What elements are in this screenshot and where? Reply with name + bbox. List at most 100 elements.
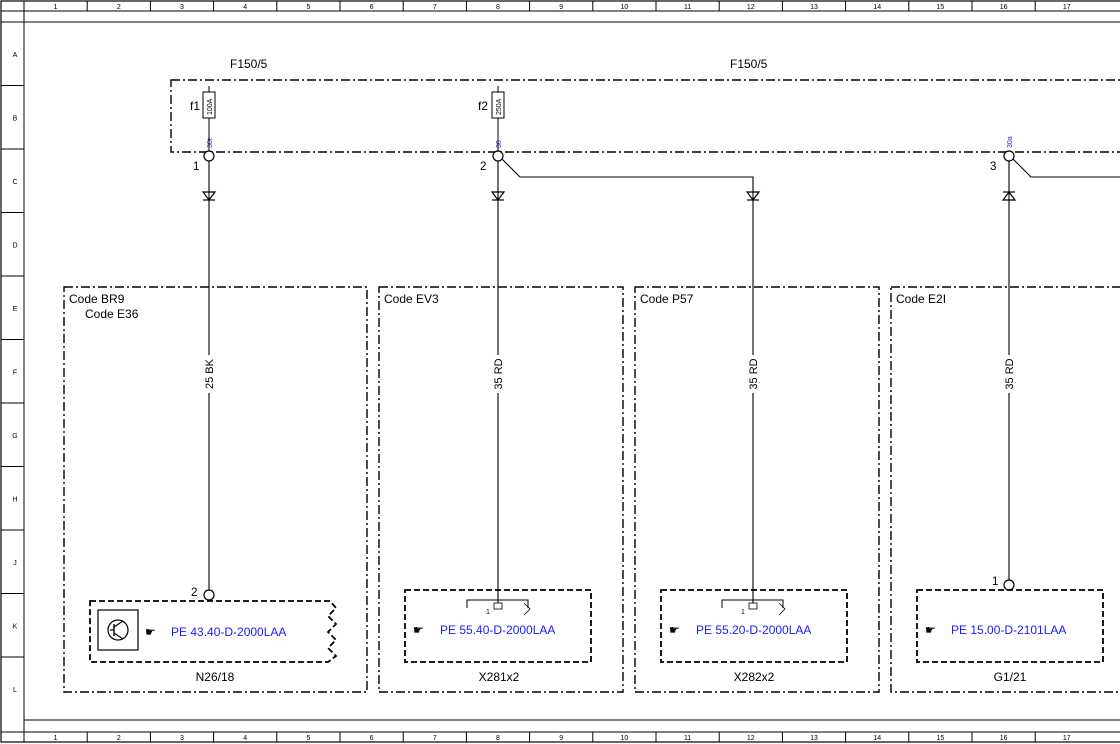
row-letter: L (13, 687, 17, 694)
component-2-outline (404, 589, 592, 663)
column-number: 12 (747, 4, 755, 11)
terminal-30a[interactable]: 30a (1007, 136, 1014, 148)
column-number: 1 (54, 4, 58, 11)
arrow-down-3 (745, 191, 761, 201)
column-number: 3 (180, 4, 184, 11)
fuse-f2-name: f2 (478, 99, 488, 113)
row-letter: E (13, 306, 18, 313)
row-letter: H (12, 496, 17, 503)
column-number: 15 (937, 735, 945, 742)
component-3-name: X282x2 (734, 670, 775, 684)
column-number: 13 (810, 735, 818, 742)
component-2-pin-label: 1 (486, 609, 490, 616)
pin-2-connector[interactable] (492, 150, 504, 162)
component-3-reference[interactable]: PE 55.20-D-2000LAA (696, 623, 811, 637)
column-number: 3 (180, 735, 184, 742)
component-1-reference[interactable]: PE 43.40-D-2000LAA (171, 625, 286, 639)
terminal-label-30a: 30a (1007, 136, 1014, 148)
column-number: 6 (370, 4, 374, 11)
code-box-4 (890, 286, 1120, 693)
column-number: 6 (370, 735, 374, 742)
fuse-f2-symbol (491, 91, 505, 119)
column-number: 11 (684, 735, 691, 742)
code-label-e2i: Code E2I (896, 292, 946, 306)
component-1-outline (89, 600, 338, 663)
component-3-outline (660, 589, 848, 663)
column-number: 9 (559, 4, 563, 11)
code-label-br9: Code BR9 (69, 292, 125, 306)
column-number: 13 (810, 4, 818, 11)
column-number: 8 (496, 4, 500, 11)
column-number: 1 (54, 735, 58, 742)
column-number: 5 (306, 4, 310, 11)
column-number: 10 (621, 4, 629, 11)
row-letter: K (13, 623, 18, 630)
fuse-f1[interactable]: f1 100A 30t (190, 86, 216, 151)
column-number: 9 (559, 735, 563, 742)
row-letter: B (13, 115, 18, 122)
component-1-pin[interactable] (203, 589, 215, 601)
pin-1-connector[interactable] (203, 150, 215, 162)
pointing-hand-icon-1[interactable]: ☛ (145, 625, 156, 639)
column-number: 17 (1063, 735, 1071, 742)
row-letter: C (12, 179, 17, 186)
arrow-down-1 (201, 191, 217, 201)
column-number: 5 (306, 735, 310, 742)
component-4-reference[interactable]: PE 15.00-D-2101LAA (951, 623, 1066, 637)
component-1-symbol-box (97, 609, 139, 651)
column-number: 14 (873, 4, 881, 11)
column-number: 4 (243, 735, 247, 742)
column-number: 17 (1063, 4, 1071, 11)
column-number: 14 (873, 735, 881, 742)
column-number: 7 (433, 4, 437, 11)
wire-branch-3[interactable] (501, 158, 754, 608)
column-number: 2 (117, 4, 121, 11)
transistor-icon (107, 619, 129, 641)
pin-1-label: 1 (193, 161, 199, 173)
pointing-hand-icon-2[interactable]: ☛ (413, 623, 424, 637)
terminal-label-30: 30 (496, 140, 503, 148)
code-box-3 (634, 286, 880, 693)
fuse-f1-name: f1 (190, 99, 200, 113)
row-letter: F (13, 369, 17, 376)
column-number: 11 (684, 4, 691, 11)
fuse-f1-rating: 100A (207, 98, 214, 115)
component-3-pin[interactable] (748, 602, 758, 610)
column-number: 7 (433, 735, 437, 742)
code-label-ev3: Code EV3 (384, 292, 439, 306)
code-label-p57: Code P57 (640, 292, 694, 306)
arrow-down-2 (490, 191, 506, 201)
component-4-outline (916, 589, 1104, 663)
wire-label-35rd-3: 35 RD (1004, 358, 1016, 389)
code-label-e36: Code E36 (85, 307, 139, 321)
column-number: 16 (1000, 4, 1008, 11)
component-3-pin-label: 1 (741, 609, 745, 616)
wire-label-35rd-1: 35 RD (493, 358, 505, 389)
column-number: 10 (621, 735, 629, 742)
component-2-pin[interactable] (493, 602, 503, 610)
column-number: 2 (117, 735, 121, 742)
component-4-pin-label: 1 (992, 576, 998, 588)
row-letter: G (12, 433, 17, 440)
column-number: 15 (937, 4, 945, 11)
fuse-f2-rating: 250A (496, 98, 503, 115)
terminal-label-30t: 30t (207, 138, 214, 148)
wire-continuation-right[interactable] (1012, 158, 1120, 178)
component-2-name: X281x2 (479, 670, 520, 684)
code-box-2 (378, 286, 624, 693)
component-4-name: G1/21 (994, 670, 1027, 684)
fuse-box-outline (170, 79, 1120, 153)
component-4-pin[interactable] (1003, 579, 1015, 591)
pin-3-connector[interactable] (1003, 150, 1015, 162)
component-2-reference[interactable]: PE 55.40-D-2000LAA (440, 623, 555, 637)
fuse-box-label-center: F150/5 (730, 57, 768, 71)
pointing-hand-icon-4[interactable]: ☛ (925, 623, 936, 637)
pointing-hand-icon-3[interactable]: ☛ (669, 623, 680, 637)
column-number: 4 (243, 4, 247, 11)
component-1-pin-label: 2 (191, 587, 197, 599)
row-letter: J (13, 560, 17, 567)
fuse-f2[interactable]: f2 250A 30 (478, 86, 505, 151)
